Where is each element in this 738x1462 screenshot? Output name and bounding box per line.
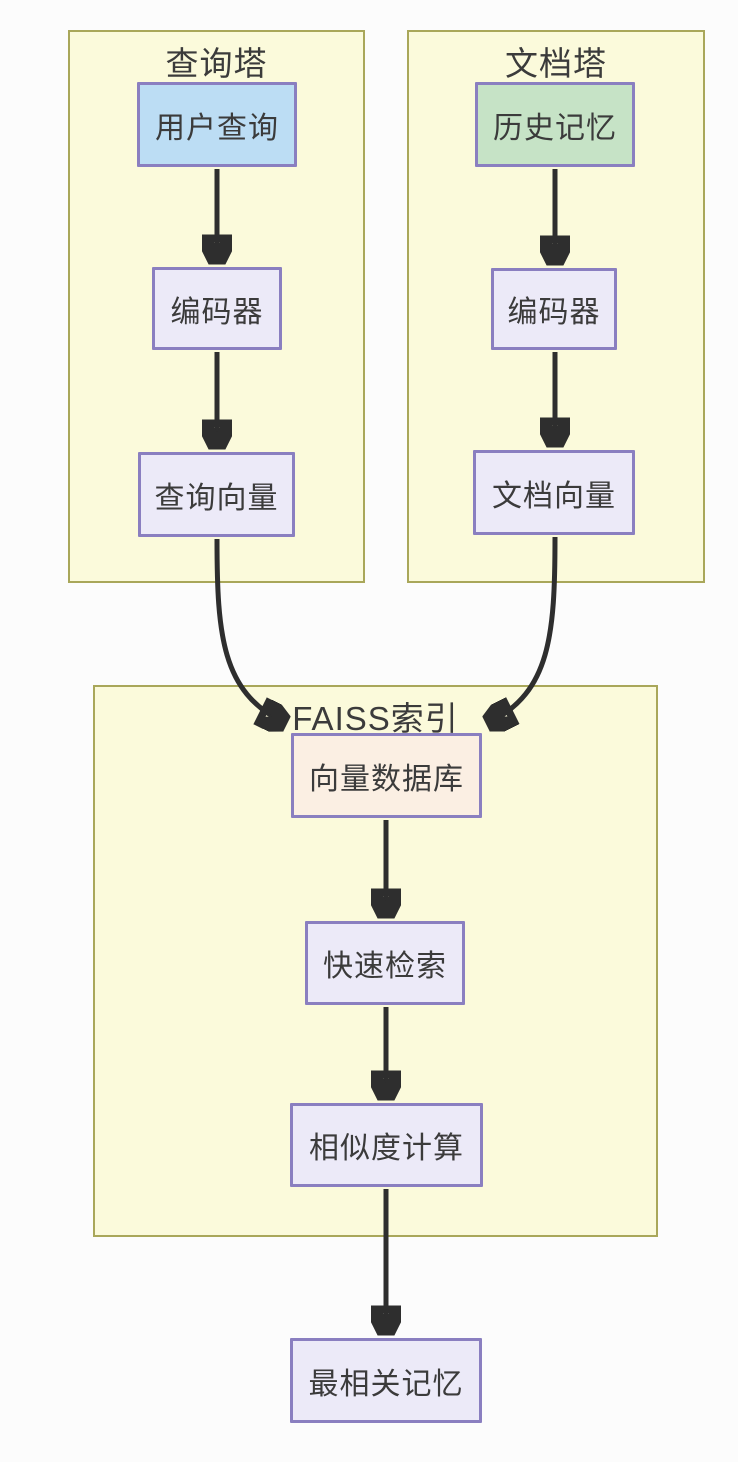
node-doc-encoder: 编码器: [491, 268, 617, 350]
node-query-encoder: 编码器: [152, 267, 282, 350]
faiss-index-title: FAISS索引: [292, 700, 459, 737]
node-query-vector: 查询向量: [138, 452, 295, 537]
node-similarity-calculation: 相似度计算: [290, 1103, 483, 1187]
node-user-query: 用户查询: [137, 82, 297, 167]
node-fast-retrieval: 快速检索: [305, 921, 465, 1005]
query-tower-title: 查询塔: [165, 45, 268, 82]
node-history-memory: 历史记忆: [475, 82, 635, 167]
node-doc-vector: 文档向量: [473, 450, 635, 535]
node-most-relevant-memory: 最相关记忆: [290, 1338, 482, 1423]
node-vector-database: 向量数据库: [291, 733, 482, 818]
doc-tower-title: 文档塔: [505, 45, 607, 82]
